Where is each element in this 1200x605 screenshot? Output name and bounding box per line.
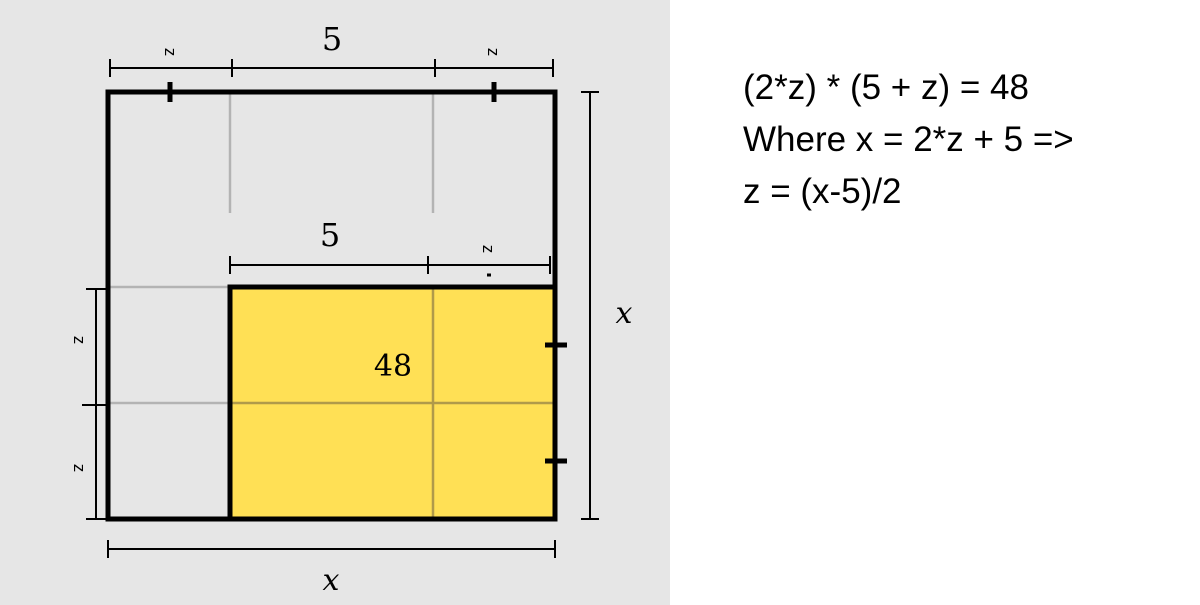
right-x-label: x bbox=[616, 296, 633, 331]
outer-square bbox=[105, 89, 558, 522]
square-diagram: z 5 z 5 z z z x x 48 bbox=[70, 20, 633, 598]
right-dimension bbox=[581, 91, 599, 520]
left-dimension bbox=[82, 288, 106, 520]
equation-line-1: (2*z) * (5 + z) = 48 bbox=[743, 68, 1029, 107]
area-value-label: 48 bbox=[374, 349, 412, 384]
square-ticks bbox=[167, 82, 567, 464]
equation-block: (2*z) * (5 + z) = 48 Where x = 2*z + 5 =… bbox=[743, 62, 1183, 218]
inner-five-label: 5 bbox=[320, 216, 340, 254]
top-dimension bbox=[109, 59, 554, 77]
top-z-left-label: z bbox=[161, 48, 180, 57]
left-z-top-label: z bbox=[70, 336, 89, 345]
top-z-right-label: z bbox=[484, 48, 503, 57]
equation-line-2: Where x = 2*z + 5 => bbox=[743, 120, 1074, 159]
yellow-grid bbox=[230, 287, 555, 519]
bottom-x-label: x bbox=[323, 563, 340, 598]
diagram-panel: z 5 z 5 z z z x x 48 bbox=[0, 0, 670, 605]
equation-line-3: z = (x-5)/2 bbox=[743, 172, 902, 211]
inner-z-label: z bbox=[479, 245, 498, 254]
bottom-dimension bbox=[107, 540, 556, 558]
top-five-label: 5 bbox=[322, 20, 342, 58]
inner-dimension bbox=[229, 256, 551, 277]
left-z-bottom-label: z bbox=[70, 464, 89, 473]
grid-lines bbox=[108, 92, 435, 405]
